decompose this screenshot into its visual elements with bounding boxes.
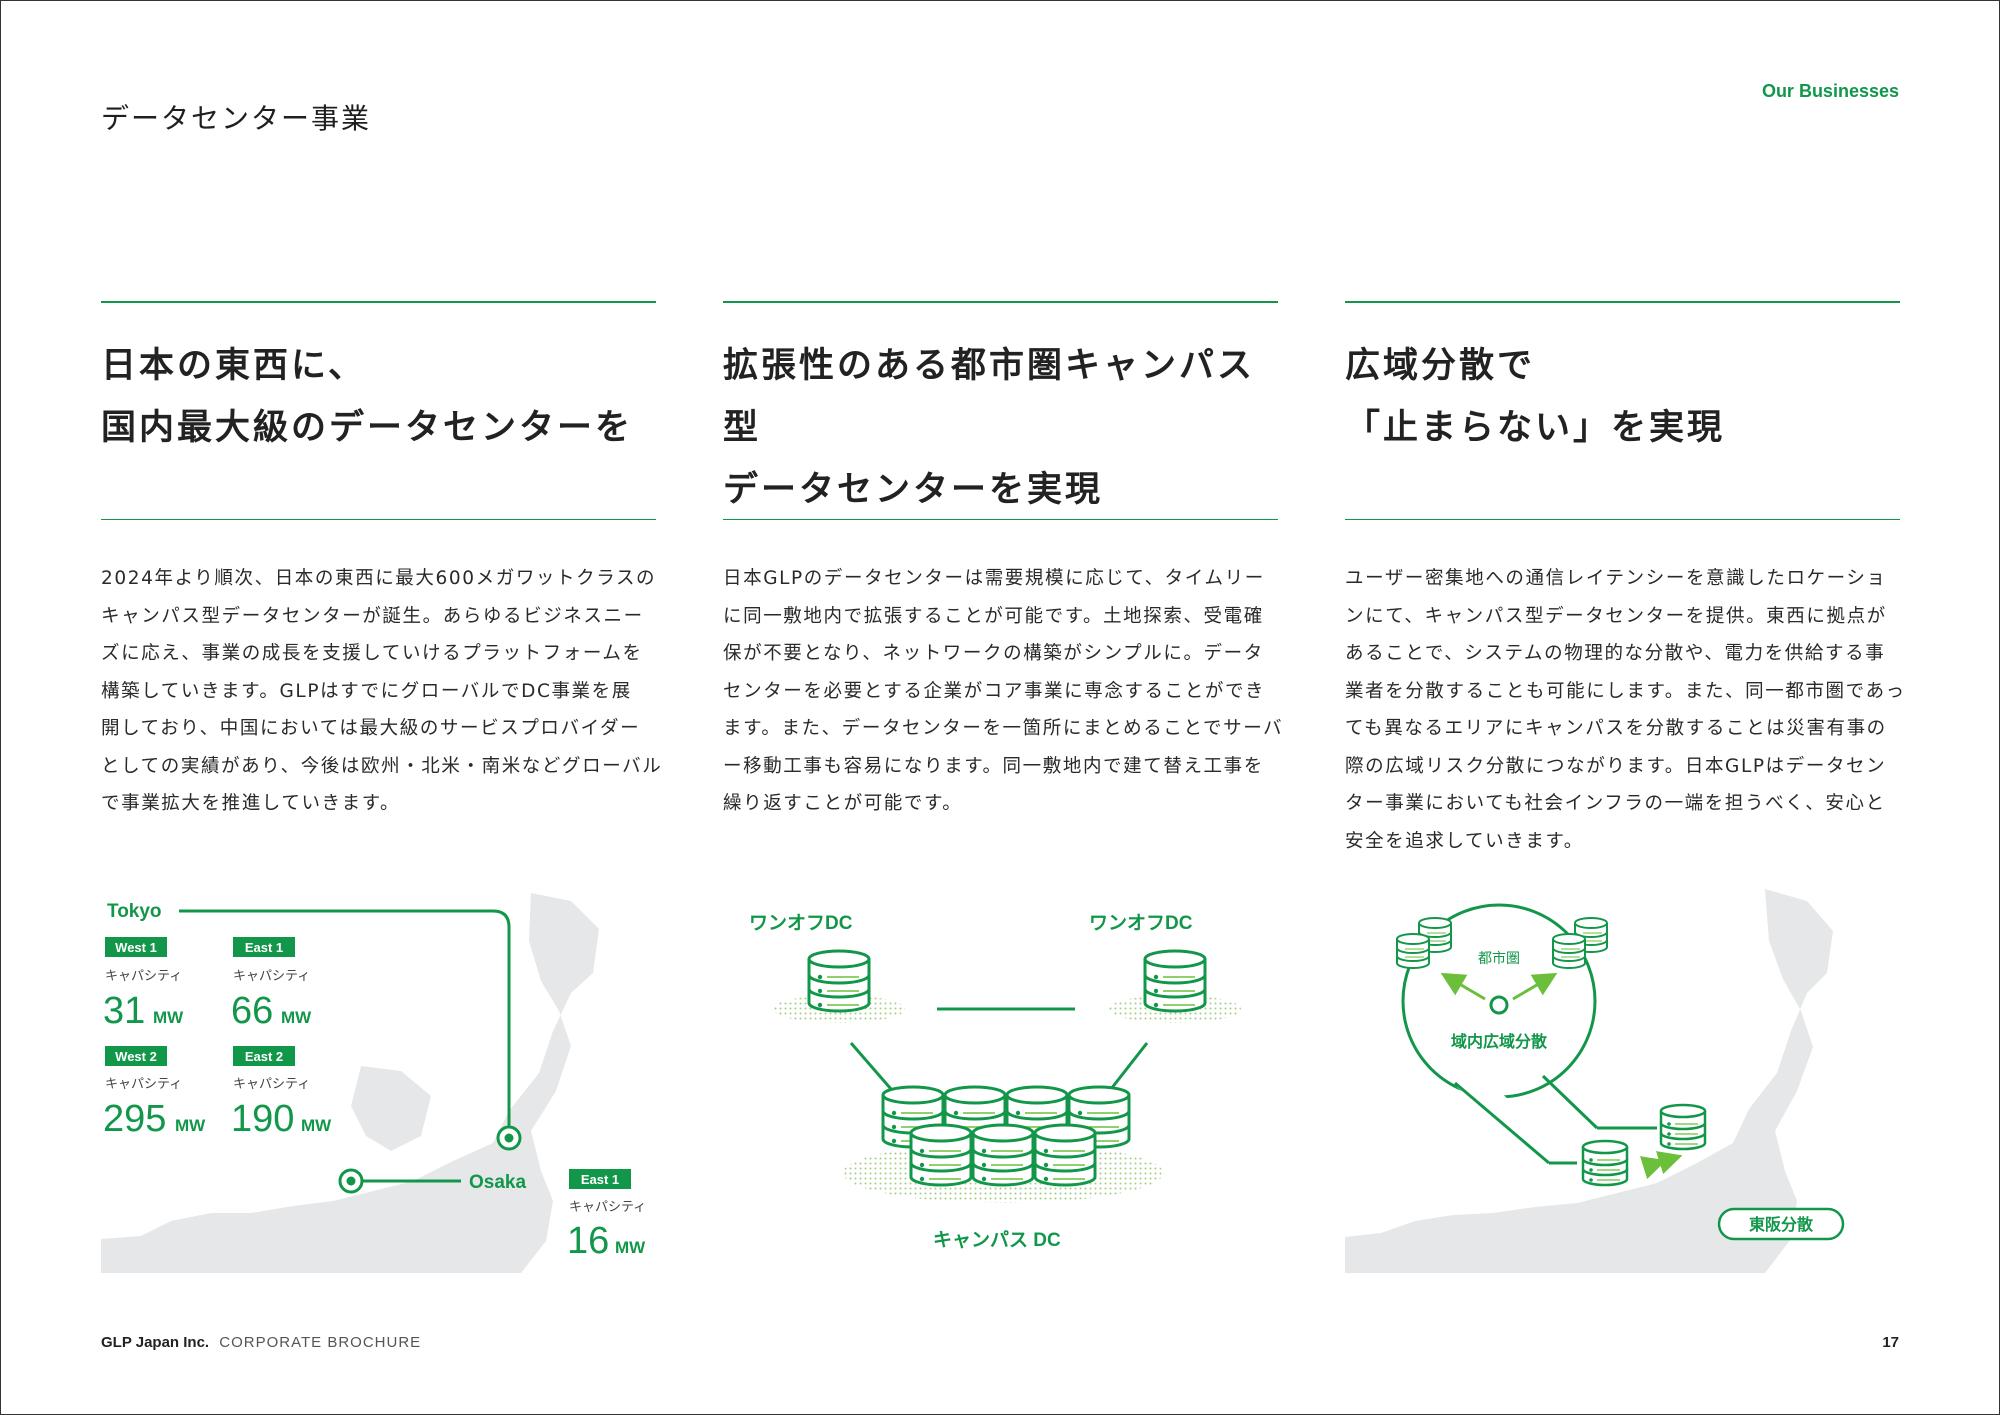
- column-bottom-rule: [101, 519, 656, 520]
- dispersion-diagram: 都市圏 域内広域分散 東阪分散: [1345, 889, 1845, 1273]
- column-heading: 日本の東西に、 国内最大級のデータセンターを: [101, 346, 634, 448]
- section-label: Our Businesses: [1761, 81, 1899, 101]
- svg-text:MW: MW: [175, 1116, 206, 1135]
- site-badge: [233, 937, 295, 957]
- column-top-rule: [1345, 301, 1900, 303]
- tokyo-leader-path: [492, 909, 511, 1138]
- regional-dispersion-label: 域内広域分散: [1451, 1032, 1548, 1051]
- svg-text:East 1: East 1: [245, 940, 283, 955]
- badge-east-west-label: 東阪分散: [1749, 1215, 1814, 1234]
- east-west-arrow: [1639, 1151, 1683, 1180]
- site-east2: East 2 キャパシティ 190 MW: [231, 1046, 332, 1140]
- column-top-rule: [723, 301, 1278, 303]
- svg-text:MW: MW: [153, 1008, 184, 1027]
- svg-text:31: 31: [103, 990, 145, 1032]
- svg-text:West 1: West 1: [115, 940, 157, 955]
- svg-text:East 1: East 1: [581, 1172, 619, 1187]
- tokyo-server: [1659, 1103, 1707, 1151]
- column-campus: 拡張性のある都市圏キャンパス型 データセンターを実現 日本GLPのデータセンター…: [723, 301, 1284, 823]
- tokyo-label: Tokyo: [107, 901, 162, 922]
- site-badge: [105, 1046, 167, 1066]
- japan-land-shape: [101, 893, 599, 1273]
- campus-dc-servers: [881, 1085, 1131, 1187]
- svg-text:MW: MW: [301, 1116, 332, 1135]
- site-badge: [569, 1169, 631, 1189]
- svg-text:East 2: East 2: [245, 1049, 283, 1064]
- metro-center-marker: [1489, 995, 1509, 1015]
- site-west1: West 1 キャパシティ 31 MW: [103, 937, 184, 1032]
- svg-text:295: 295: [103, 1098, 166, 1140]
- column-bottom-rule: [723, 519, 1278, 520]
- column-east-west: 日本の東西に、 国内最大級のデータセンターを 2024年より順次、日本の東西に最…: [101, 301, 663, 823]
- badge-east-west: [1717, 1207, 1845, 1241]
- japan-map-illustration: Tokyo Osaka West 1 キャパシティ 31 MW East 1 キ…: [101, 893, 646, 1273]
- column-body: 日本GLPのデータセンターは需要規模に応じて、タイムリーに同一敷地内で拡張するこ…: [723, 568, 1284, 814]
- campus-dc-label: キャンパス DC: [933, 1229, 1061, 1251]
- column-top-rule: [101, 301, 656, 303]
- japan-land-shape: [1345, 889, 1833, 1273]
- svg-text:キャパシティ: キャパシティ: [233, 1076, 310, 1091]
- oneoff-dc-left-label: ワンオフDC: [749, 913, 853, 934]
- connector-line: [1454, 1081, 1550, 1165]
- svg-text:キャパシティ: キャパシティ: [569, 1199, 646, 1214]
- arrow-left: [1440, 972, 1486, 1001]
- svg-text:66: 66: [231, 990, 273, 1032]
- footer-company: GLP Japan Inc.: [101, 1334, 210, 1351]
- site-badge: [105, 937, 167, 957]
- site-osaka-east1: East 1 キャパシティ 16 MW: [567, 1169, 646, 1262]
- connector-line: [1109, 1042, 1149, 1090]
- column-heading: 拡張性のある都市圏キャンパス型 データセンターを実現: [723, 346, 1256, 510]
- japan-island-shape: [351, 1066, 431, 1151]
- site-west2: West 2 キャパシティ 295 MW: [103, 1046, 206, 1140]
- column-dispersion: 広域分散で 「止まらない」を実現 ユーザー密集地への通信レイテンシーを意識したロ…: [1345, 301, 1906, 860]
- footer-left: GLP Japan Inc. CORPORATE BROCHURE: [101, 1334, 421, 1351]
- oneoff-dc-left-server: [807, 949, 871, 1013]
- arrow-right: [1512, 972, 1558, 1001]
- svg-text:190: 190: [231, 1098, 294, 1140]
- page-number: 17: [1882, 1334, 1899, 1351]
- connector-line: [849, 1042, 893, 1090]
- oneoff-dc-right-label: ワンオフDC: [1089, 913, 1193, 934]
- page-title: データセンター事業: [101, 102, 372, 135]
- svg-text:キャパシティ: キャパシティ: [105, 1076, 182, 1091]
- svg-text:MW: MW: [615, 1238, 646, 1257]
- metro-label: 都市圏: [1478, 950, 1520, 966]
- connector-line: [1541, 1074, 1599, 1130]
- svg-text:MW: MW: [281, 1008, 312, 1027]
- column-bottom-rule: [1345, 519, 1900, 520]
- column-body: 2024年より順次、日本の東西に最大600メガワットクラスのキャンパス型データセ…: [101, 568, 663, 814]
- footer-doc-title: CORPORATE BROCHURE: [219, 1334, 422, 1351]
- campus-diagram: ワンオフDC ワンオフDC キャンパス DC: [749, 913, 1241, 1251]
- column-body: ユーザー密集地への通信レイテンシーを意識したロケーションにて、キャンパス型データ…: [1345, 568, 1906, 852]
- svg-text:キャパシティ: キャパシティ: [105, 968, 182, 983]
- site-badge: [233, 1046, 295, 1066]
- osaka-label: Osaka: [469, 1172, 526, 1193]
- svg-text:キャパシティ: キャパシティ: [233, 968, 310, 983]
- svg-text:16: 16: [567, 1220, 609, 1262]
- svg-text:West 2: West 2: [115, 1049, 157, 1064]
- site-east1: East 1 キャパシティ 66 MW: [231, 937, 312, 1032]
- column-heading: 広域分散で 「止まらない」を実現: [1345, 346, 1726, 448]
- oneoff-dc-right-server: [1143, 949, 1207, 1013]
- osaka-server: [1581, 1139, 1629, 1187]
